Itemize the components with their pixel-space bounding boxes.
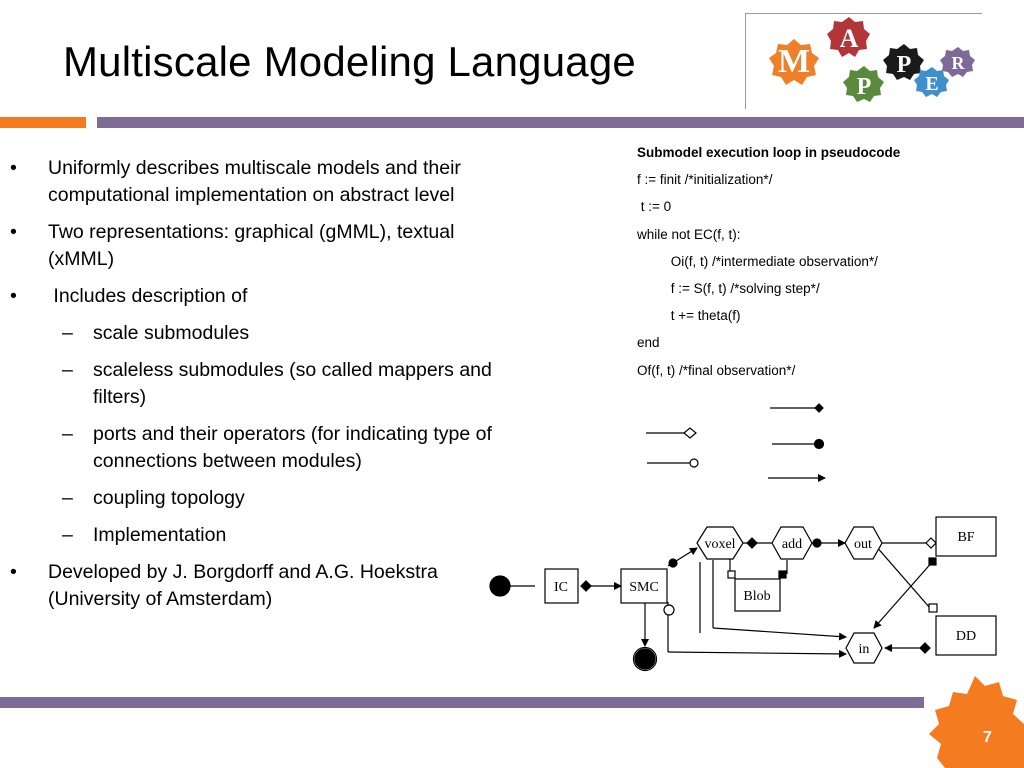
pseudocode-line: f := S(f, t) /*solving step*/ bbox=[637, 281, 820, 297]
diagram-end-node bbox=[634, 648, 656, 670]
logo-letter-p2: P bbox=[897, 52, 912, 78]
slide-title: Multiscale Modeling Language bbox=[63, 38, 636, 85]
pseudocode-line: Oi(f, t) /*intermediate observation*/ bbox=[637, 253, 878, 269]
pseudocode-header: Submodel execution loop in pseudocode bbox=[637, 145, 901, 160]
bullet-text: Includes description of bbox=[48, 285, 248, 307]
node-ic-label: IC bbox=[554, 580, 568, 595]
sub-bullet-text: scale submodules bbox=[93, 322, 250, 344]
sub-bullet-mark: – bbox=[62, 487, 73, 509]
bullet-item: • Developed by J. Borgdorff and A.G. Hoek… bbox=[10, 559, 500, 613]
pseudocode-line: f := finit /*initialization*/ bbox=[637, 172, 773, 188]
bullet-text: Two representations: graphical (gMML), t… bbox=[48, 221, 455, 270]
logo-badge-p-green: P bbox=[843, 66, 884, 102]
bullet-mark: • bbox=[10, 285, 17, 307]
diagram-edges bbox=[508, 537, 938, 658]
page-number: 7 bbox=[983, 729, 992, 746]
node-bf bbox=[935, 516, 997, 557]
legend-port-symbols bbox=[646, 403, 826, 482]
bullet-text: Uniformly describes multiscale models an… bbox=[48, 157, 461, 206]
logo-badge-a: A bbox=[827, 17, 870, 57]
node-dd-label: DD bbox=[956, 629, 976, 644]
node-smc bbox=[620, 568, 668, 604]
node-bf-label: BF bbox=[957, 530, 974, 545]
pseudocode-line: Of(f, t) /*final observation*/ bbox=[637, 362, 796, 378]
sub-bullet-mark: – bbox=[62, 322, 73, 344]
sub-bullet-item: –scaleless submodules (so called mappers… bbox=[10, 357, 500, 411]
sub-bullet-mark: – bbox=[62, 524, 73, 546]
bullet-list: • Uniformly describes multiscale models a… bbox=[10, 155, 500, 623]
node-in-label: in bbox=[859, 642, 870, 657]
node-blob bbox=[734, 578, 781, 612]
sub-bullet-text: ports and their operators (for indicatin… bbox=[93, 423, 492, 472]
node-out bbox=[844, 526, 883, 560]
pseudocode-line: end bbox=[637, 335, 660, 351]
node-add bbox=[771, 526, 813, 560]
gmml-diagram: IC SMC voxel add out BF Blob DD in bbox=[489, 403, 997, 672]
bullet-item: • Two representations: graphical (gMML), … bbox=[10, 219, 500, 273]
mapper-logo: M A P P E R bbox=[745, 13, 982, 109]
pseudocode-line: while not EC(f, t): bbox=[637, 226, 741, 242]
logo-badge-e: E bbox=[914, 67, 949, 97]
sub-bullet-item: –coupling topology bbox=[10, 485, 500, 512]
top-divider-purple bbox=[97, 117, 1024, 128]
sub-bullet-text: coupling topology bbox=[93, 487, 245, 509]
bottom-divider-purple bbox=[0, 697, 924, 708]
bullet-mark: • bbox=[10, 221, 17, 243]
pseudocode-line: t += theta(f) bbox=[637, 308, 741, 324]
node-out-label: out bbox=[854, 537, 872, 552]
sub-bullet-item: –Implementation bbox=[10, 522, 500, 549]
node-smc-label: SMC bbox=[629, 580, 659, 595]
bullet-item: • Includes description of bbox=[10, 283, 500, 310]
logo-letter-e: E bbox=[925, 73, 938, 95]
node-dd bbox=[935, 615, 997, 656]
top-divider-orange bbox=[0, 117, 86, 128]
logo-letter-a: A bbox=[840, 24, 859, 53]
logo-badge-r: R bbox=[940, 47, 975, 77]
node-blob-label: Blob bbox=[743, 589, 770, 604]
logo-letter-p1: P bbox=[857, 74, 872, 100]
sub-bullet-mark: – bbox=[62, 359, 73, 381]
pseudocode-block: Submodel execution loop in pseudocode f … bbox=[637, 139, 900, 384]
sub-bullet-text: Implementation bbox=[93, 524, 227, 546]
logo-letter-m: M bbox=[778, 43, 810, 80]
bullet-item: • Uniformly describes multiscale models a… bbox=[10, 155, 500, 209]
bullet-mark: • bbox=[10, 157, 17, 179]
pseudocode-line: t := 0 bbox=[637, 199, 672, 215]
node-voxel bbox=[696, 526, 744, 560]
diagram-start-node bbox=[489, 575, 511, 597]
node-add-label: add bbox=[782, 537, 802, 552]
node-voxel-label: voxel bbox=[704, 537, 735, 552]
logo-badge-m: M bbox=[769, 39, 819, 85]
sub-bullet-mark: – bbox=[62, 423, 73, 445]
node-in bbox=[845, 632, 883, 664]
bullet-mark: • bbox=[10, 561, 17, 583]
node-ic bbox=[544, 568, 579, 604]
bullet-text: Developed by J. Borgdorff and A.G. Hoeks… bbox=[48, 561, 438, 610]
page-number-badge bbox=[929, 676, 1024, 768]
logo-badge-p-black: P bbox=[883, 44, 924, 80]
sub-bullet-text: scaleless submodules (so called mappers … bbox=[93, 359, 492, 408]
sub-bullet-item: –scale submodules bbox=[10, 320, 500, 347]
sub-bullet-item: –ports and their operators (for indicati… bbox=[10, 421, 500, 475]
logo-letter-r: R bbox=[952, 53, 966, 73]
